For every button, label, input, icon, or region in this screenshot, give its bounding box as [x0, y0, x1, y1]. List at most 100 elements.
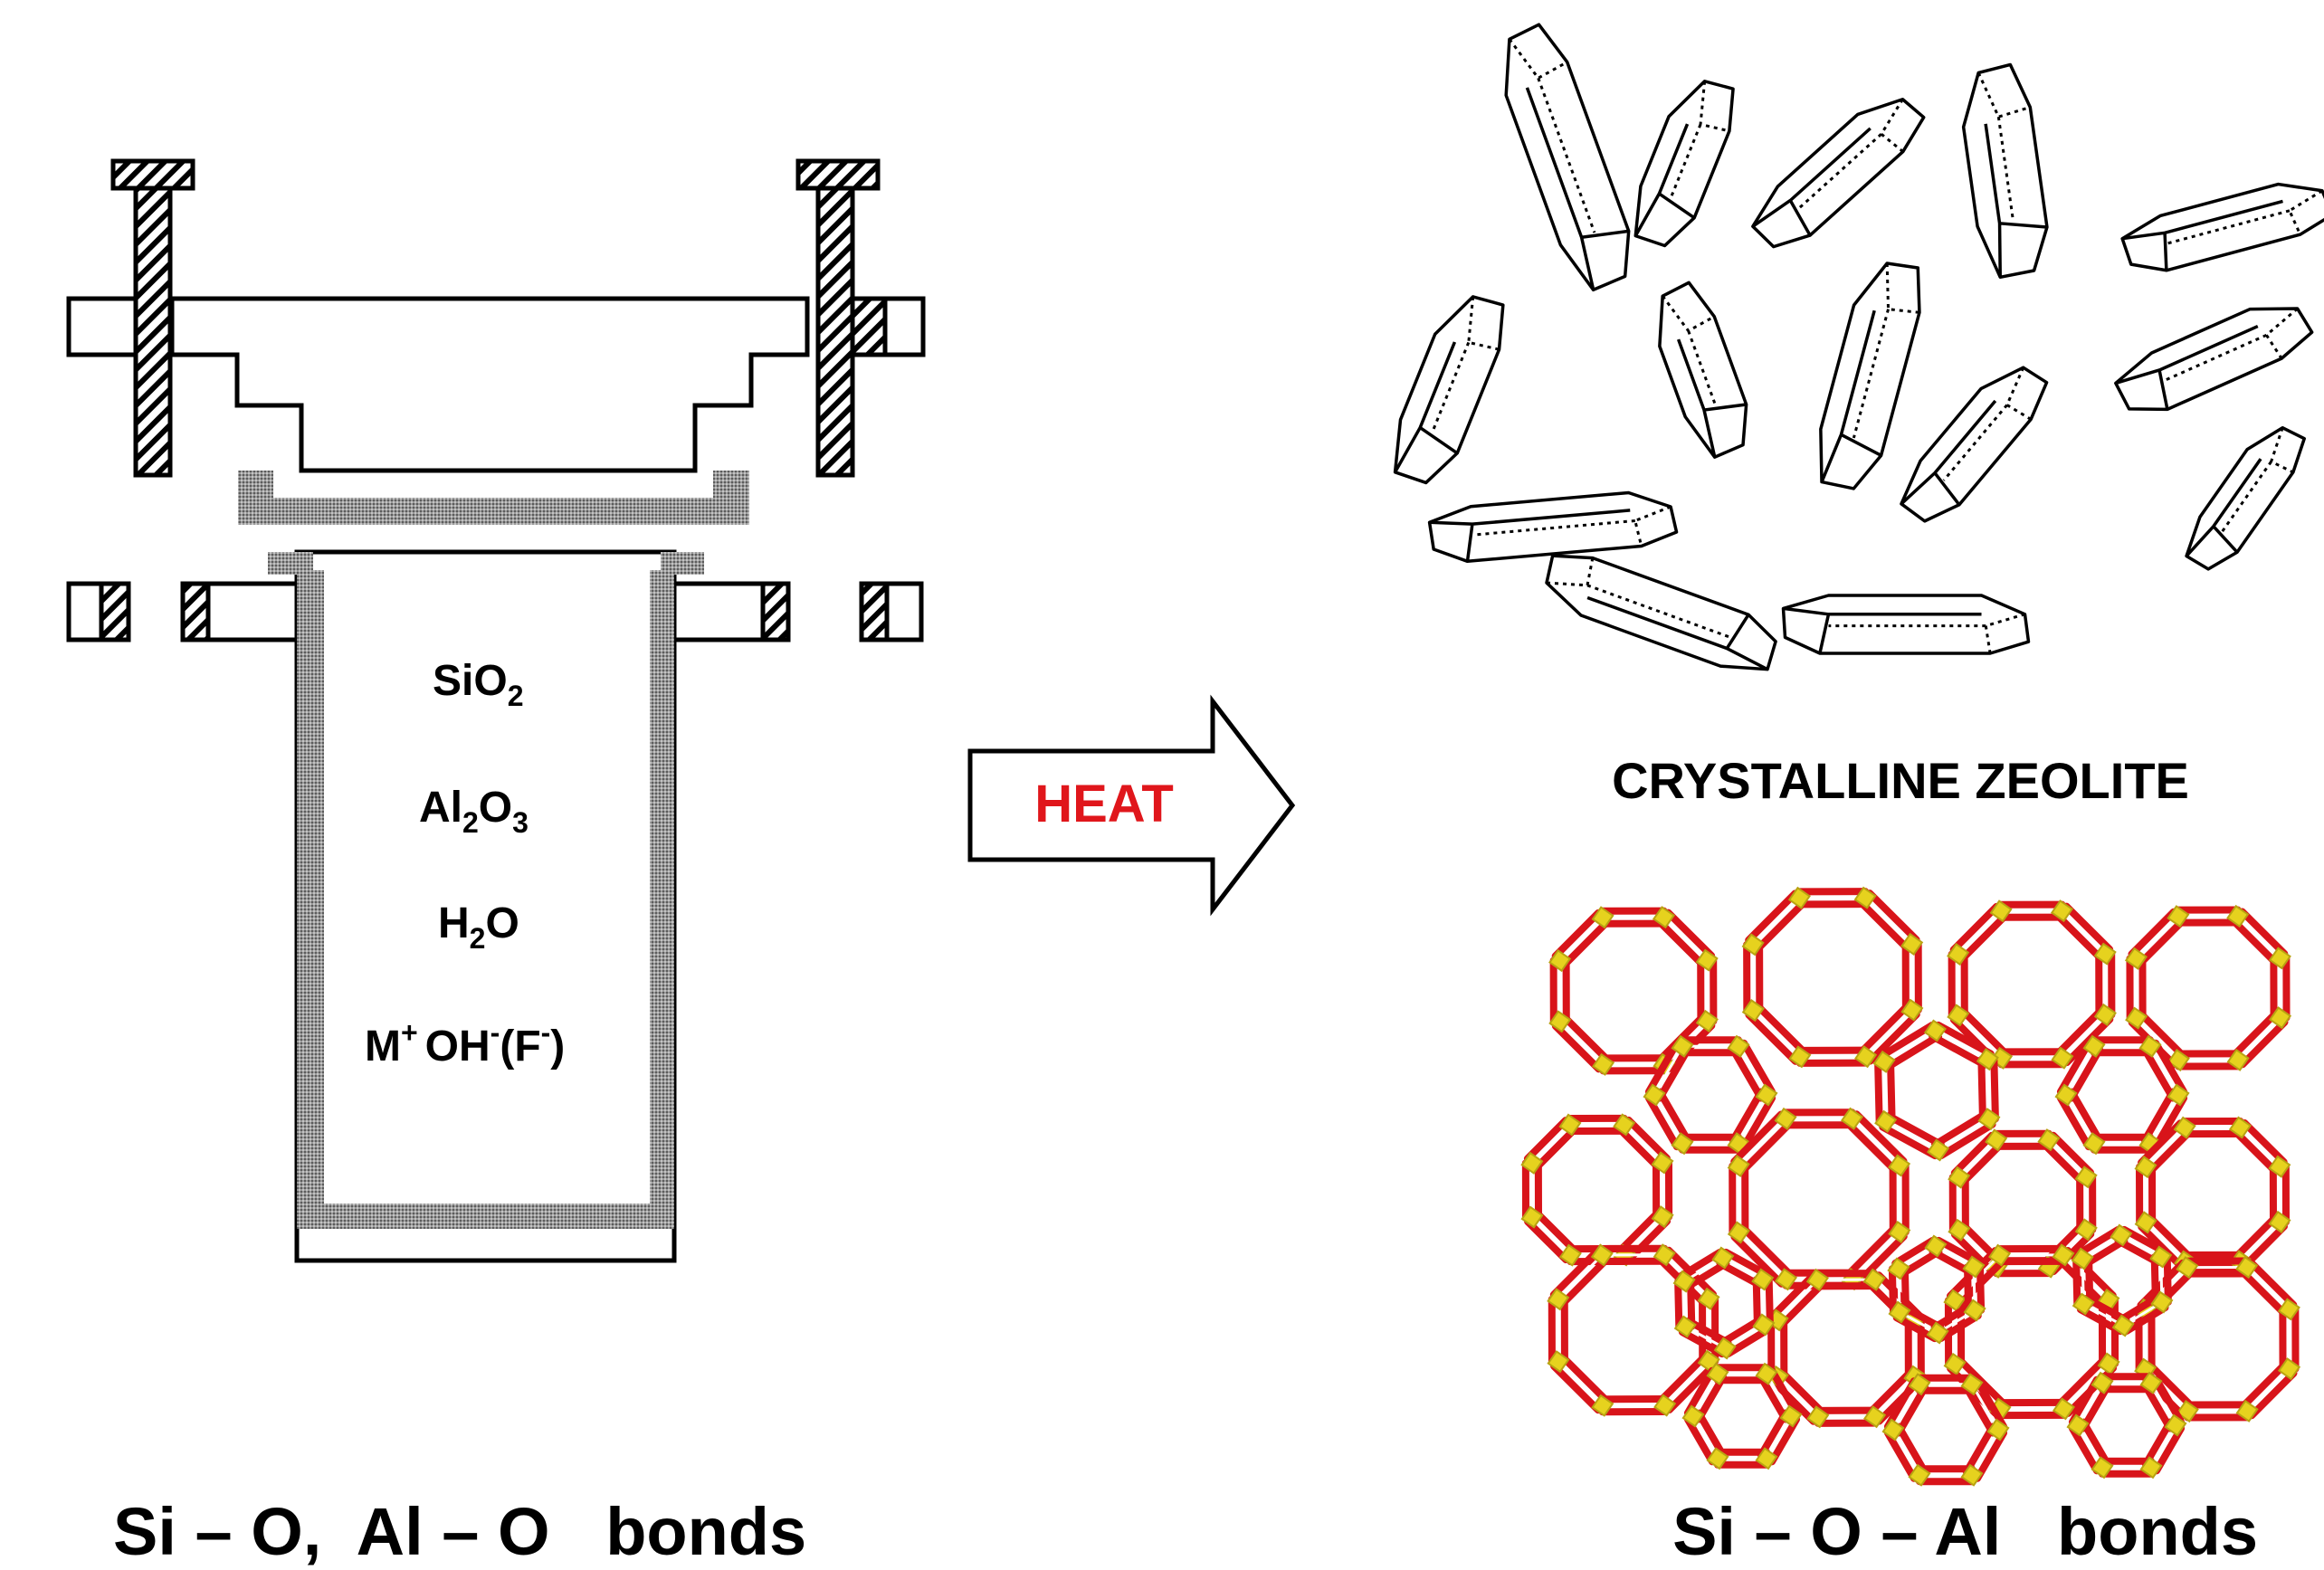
teflon-liner: [268, 552, 704, 1229]
framework-atom: [2093, 1003, 2117, 1026]
framework-atom: [2176, 1256, 2199, 1280]
framework-atom: [1755, 1362, 1778, 1385]
framework-atom: [1751, 1268, 1775, 1291]
zeolite-crystal: [1633, 80, 1735, 248]
framework-atom: [1853, 886, 1877, 909]
framework-atom: [1900, 998, 1924, 1022]
framework-bond: [2095, 950, 2116, 1019]
heat-arrow: HEAT: [967, 694, 1296, 917]
framework-atom: [1681, 1404, 1705, 1428]
framework-atom: [1888, 1300, 1911, 1324]
framework-atom: [1863, 1405, 1887, 1429]
framework-atom: [1727, 1221, 1750, 1244]
framework-atom: [1977, 1108, 2001, 1131]
framework-atom: [1727, 1154, 1750, 1178]
framework-atom: [1989, 899, 2013, 923]
framework-atom: [1520, 1205, 1544, 1229]
framework-bond: [2239, 1360, 2298, 1420]
framework-bond: [1551, 1013, 1612, 1073]
framework-atom: [1862, 1268, 1886, 1291]
zeolite-crystal: [1751, 97, 1926, 249]
framework-atom: [1840, 1107, 1864, 1130]
framework-atom: [1713, 1337, 1737, 1360]
framework-atom: [1943, 1352, 1967, 1375]
framework-atom: [1547, 1350, 1570, 1374]
framework-bond: [1598, 1244, 1669, 1265]
framework-atom: [2268, 1155, 2291, 1178]
framework-bond: [2230, 1009, 2289, 1069]
framework-atom: [1558, 1243, 1582, 1267]
framework-atom: [1900, 932, 1924, 956]
framework-atom: [1671, 1132, 1694, 1156]
framework-atom: [2054, 1083, 2078, 1107]
framework-atom: [2226, 904, 2250, 928]
framework-bond: [1995, 1244, 2067, 1266]
framework-atom: [2072, 1292, 2095, 1316]
framework-bond: [1549, 956, 1570, 1025]
framework-bond: [1997, 900, 2066, 921]
framework-atom: [1653, 1394, 1677, 1417]
framework-atom: [2050, 899, 2073, 923]
framework-atom: [2235, 1255, 2259, 1279]
autoclave-lid: [169, 296, 810, 473]
framework-bond: [1655, 909, 1716, 969]
framework-atom: [2226, 1048, 2250, 1071]
framework-bond: [2229, 908, 2289, 966]
framework-bond: [1656, 1353, 1718, 1413]
framework-bond: [2053, 902, 2114, 963]
framework-bond: [2128, 908, 2186, 967]
framework-atom: [1962, 1255, 1986, 1279]
framework-bond: [1782, 1109, 1856, 1129]
framework-atom: [1908, 1463, 1931, 1487]
zeolite-crystal: [1819, 262, 1921, 490]
framework-atom: [1927, 1138, 1950, 1162]
framework-atom: [1788, 1045, 1812, 1069]
framework-bond: [1550, 1353, 1611, 1414]
framework-bond: [1551, 909, 1612, 969]
framework-bond: [2056, 1088, 2104, 1151]
framework-atom: [1558, 1113, 1582, 1137]
framework-bond: [1769, 1271, 1826, 1328]
framework-atom: [1947, 1004, 1970, 1027]
framework-atom: [1652, 906, 1675, 929]
framework-atom: [1779, 1404, 1803, 1428]
framework-bond: [1901, 940, 1922, 1014]
framework-atom: [1948, 1166, 1971, 1189]
framework-bond: [1889, 1162, 1910, 1236]
framework-atom: [1651, 1205, 1674, 1229]
framework-bond: [1729, 1039, 1776, 1102]
framework-bond: [1729, 1088, 1776, 1151]
framework-atom: [2091, 1456, 2114, 1480]
framework-bond: [1745, 890, 1808, 953]
framework-atom: [2052, 1243, 2075, 1267]
framework-bond: [1857, 890, 1920, 953]
framework-atom: [1548, 1010, 1572, 1033]
framework-atom: [1948, 1218, 1971, 1242]
framework-atom: [1673, 1315, 1697, 1338]
framework-bond: [1743, 940, 1764, 1014]
framework-atom: [2164, 1413, 2187, 1437]
framework-atom: [2052, 1397, 2075, 1421]
framework-atom: [2139, 1456, 2163, 1480]
framework-atom: [2278, 1357, 2301, 1381]
framework-atom: [1695, 948, 1719, 972]
framework-atom: [2082, 1034, 2106, 1058]
reagent-water: H2O: [438, 899, 519, 955]
autoclave-vessel: [66, 158, 926, 1263]
framework-bond: [2140, 1039, 2188, 1102]
framework-atom: [1872, 1050, 1896, 1073]
framework-bond: [1883, 1377, 1929, 1437]
framework-atom: [1590, 1243, 1614, 1267]
framework-bond: [1644, 1039, 1692, 1102]
heat-arrow-shape: [967, 694, 1296, 917]
framework-bond: [1697, 956, 1718, 1025]
zeolite-crystal: [1900, 366, 2049, 523]
framework-atom: [1963, 1299, 1986, 1322]
framework-atom: [2074, 1218, 2098, 1242]
framework-bond: [1730, 1110, 1794, 1175]
framework-atom: [1887, 1257, 1910, 1280]
framework-atom: [2173, 1116, 2196, 1139]
framework-atom: [2091, 1371, 2114, 1394]
zeolite-crystal: [1658, 281, 1748, 459]
